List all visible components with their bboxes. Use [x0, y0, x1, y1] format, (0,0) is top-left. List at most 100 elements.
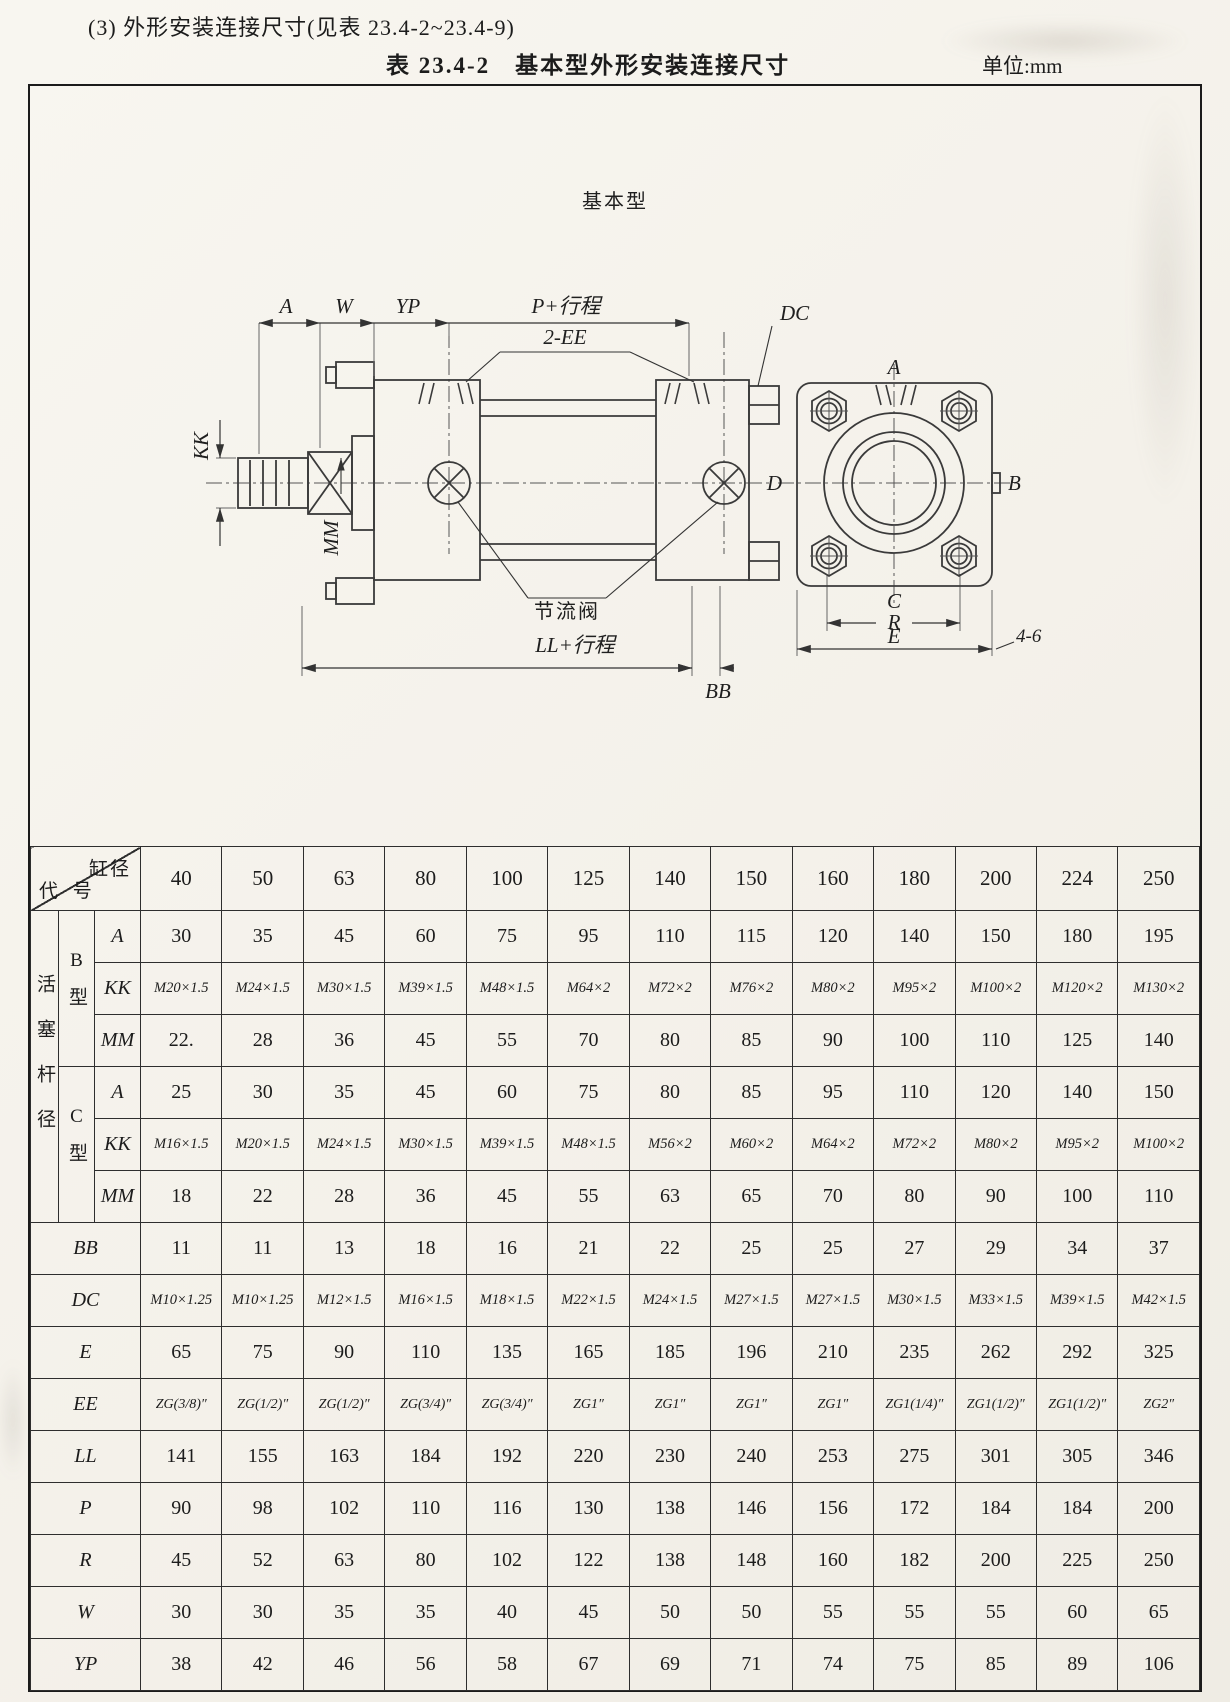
table-cell: 172	[873, 1482, 956, 1535]
drawing-title: 基本型	[582, 190, 648, 213]
table-cell: 22.	[140, 1014, 223, 1067]
table-cell: M16×1.5	[140, 1118, 223, 1171]
table-cell: 301	[954, 1430, 1038, 1483]
table-cell: 60	[465, 1066, 549, 1119]
bolt-center-marks	[810, 392, 978, 575]
table-cell: 120	[791, 910, 875, 963]
scan-bleedthrough-artifact	[940, 22, 1190, 60]
table-caption: 表 23.4-2 基本型外形安装连接尺寸	[386, 53, 791, 78]
table-cell: 60	[384, 910, 467, 963]
table-cell: 36	[302, 1014, 386, 1067]
scan-edge-artifact	[0, 1360, 26, 1480]
table-cell: 58	[465, 1638, 549, 1691]
table-cell: M48×1.5	[547, 1118, 630, 1171]
table-cell: ZG2″	[1117, 1378, 1200, 1431]
table-cell: M42×1.5	[1117, 1274, 1200, 1327]
table-cell: 98	[221, 1482, 304, 1535]
table-cell: 90	[302, 1326, 386, 1379]
table-cell: M120×2	[1035, 962, 1119, 1015]
throttle-valve-symbols	[427, 461, 746, 505]
table-cell: 292	[1035, 1326, 1119, 1379]
table-cell: 125	[547, 846, 630, 911]
table-cell: 224	[1035, 846, 1119, 911]
ee-leader	[465, 351, 695, 383]
table-cell: 165	[547, 1326, 630, 1379]
unit-label: 单位:mm	[982, 54, 1063, 78]
table-cell: M100×2	[1117, 1118, 1200, 1171]
table-cell: ZG1″	[547, 1378, 630, 1431]
table-cell: 110	[384, 1326, 467, 1379]
table-cell: 80	[384, 1534, 467, 1587]
table-cell: M60×2	[710, 1118, 793, 1171]
table-cell: 275	[873, 1430, 956, 1483]
table-cell: 85	[710, 1014, 793, 1067]
table-cell: M39×1.5	[384, 962, 467, 1015]
table-cell: 16	[465, 1222, 549, 1275]
row-label: P	[29, 1482, 142, 1535]
table-cell: 325	[1117, 1326, 1200, 1379]
table-cell: ZG(1/2)″	[221, 1378, 304, 1431]
table-cell: 65	[710, 1170, 793, 1223]
dim-label-kk: KK	[189, 431, 213, 461]
table-cell: 163	[302, 1430, 386, 1483]
table-cell: 55	[465, 1014, 549, 1067]
table-cell: 89	[1035, 1638, 1119, 1691]
row-label: EE	[29, 1378, 142, 1431]
table-cell: ZG1″	[710, 1378, 793, 1431]
table-cell: 125	[1035, 1014, 1119, 1067]
table-cell: 102	[302, 1482, 386, 1535]
table-cell: 28	[221, 1014, 304, 1067]
table-cell: 140	[873, 910, 956, 963]
row-label: LL	[29, 1430, 142, 1483]
table-cell: 63	[302, 1534, 386, 1587]
table-cell: 30	[221, 1586, 304, 1639]
table-cell: 95	[791, 1066, 875, 1119]
table-cell: M76×2	[710, 962, 793, 1015]
table-cell: ZG1″	[628, 1378, 712, 1431]
table-cell: 11	[140, 1222, 223, 1275]
table-cell: 80	[628, 1014, 712, 1067]
table-cell: 250	[1117, 846, 1200, 911]
table-cell: 35	[384, 1586, 467, 1639]
table-row: EE ZG(3/8)″ZG(1/2)″ZG(1/2)″ZG(3/4)″ZG(3/…	[29, 1378, 1200, 1431]
table-cell: 184	[384, 1430, 467, 1483]
side-view	[237, 361, 780, 605]
table-cell: 55	[954, 1586, 1038, 1639]
table-cell: 25	[710, 1222, 793, 1275]
table-cell: 148	[710, 1534, 793, 1587]
table-cell: 110	[628, 910, 712, 963]
table-cell: M56×2	[628, 1118, 712, 1171]
table-cell: 110	[873, 1066, 956, 1119]
dim-label-w: W	[335, 294, 355, 318]
table-cell: 50	[628, 1586, 712, 1639]
table-cell: 90	[791, 1014, 875, 1067]
table-cell: 30	[140, 1586, 223, 1639]
table-cell: 192	[465, 1430, 549, 1483]
table-cell: 45	[384, 1066, 467, 1119]
table-cell: 262	[954, 1326, 1038, 1379]
table-cell: ZG1(1/2)″	[954, 1378, 1038, 1431]
table-cell: M48×1.5	[465, 962, 549, 1015]
table-cell: 74	[791, 1638, 875, 1691]
row-label: MM	[93, 1170, 142, 1223]
table-cell: M10×1.25	[221, 1274, 304, 1327]
table-cell: 220	[547, 1430, 630, 1483]
table-cell: M24×1.5	[302, 1118, 386, 1171]
dim-label-dc: DC	[779, 301, 810, 325]
table-cell: 140	[628, 846, 712, 911]
dim-label-d: D	[766, 471, 782, 495]
table-cell: 116	[465, 1482, 549, 1535]
table-cell: M12×1.5	[302, 1274, 386, 1327]
table-cell: 80	[873, 1170, 956, 1223]
table-cell: M39×1.5	[1035, 1274, 1119, 1327]
table-cell: 90	[140, 1482, 223, 1535]
table-cell: 106	[1117, 1638, 1200, 1691]
table-cell: M27×1.5	[710, 1274, 793, 1327]
